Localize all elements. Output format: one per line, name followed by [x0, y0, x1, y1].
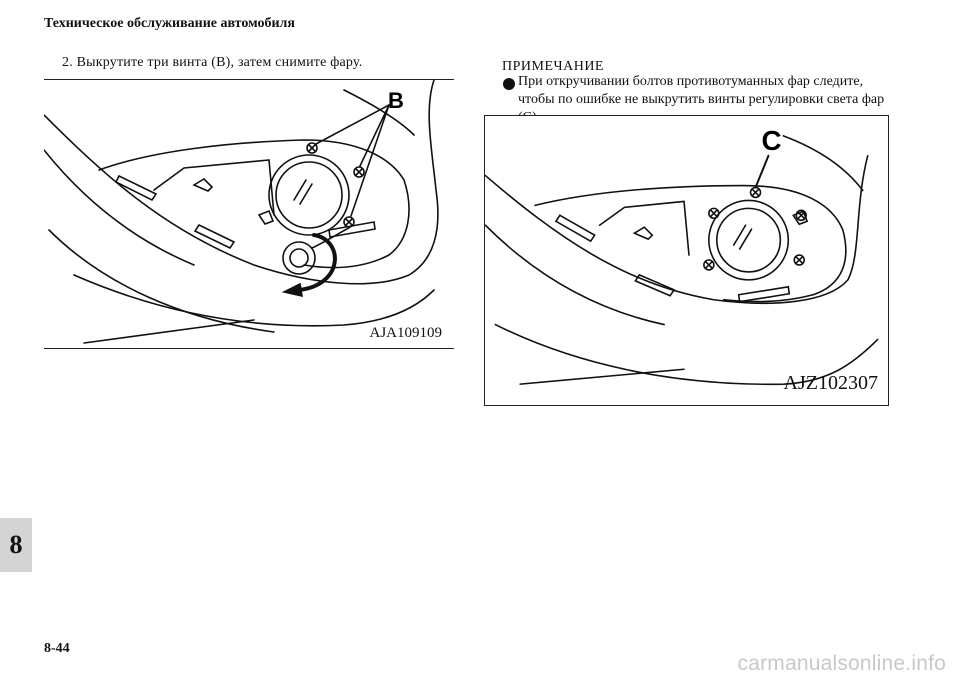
page-number: 8-44 [44, 641, 70, 656]
watermark: carmanualsonline.info [737, 652, 946, 675]
note-heading: ПРИМЕЧАНИЕ [502, 59, 604, 74]
figure2-code: AJZ102307 [783, 372, 878, 394]
bullet-icon [503, 78, 515, 90]
section-header: Техническое обслуживание автомобиля [44, 16, 295, 31]
figure-fog-light-adjust: C AJZ102307 [484, 115, 889, 406]
callout-b-label: B [388, 88, 404, 113]
foglight-illustration: C [485, 125, 879, 386]
figure1-code: AJA109109 [369, 325, 442, 341]
chapter-tab: 8 [0, 518, 32, 572]
headlight-illustration: B [44, 80, 439, 344]
figure-headlight-removal: B AJA109109 [44, 79, 454, 349]
step-instruction: 2. Выкрутите три винта (B), затем снимит… [62, 55, 363, 70]
callout-c-label: C [761, 125, 781, 156]
